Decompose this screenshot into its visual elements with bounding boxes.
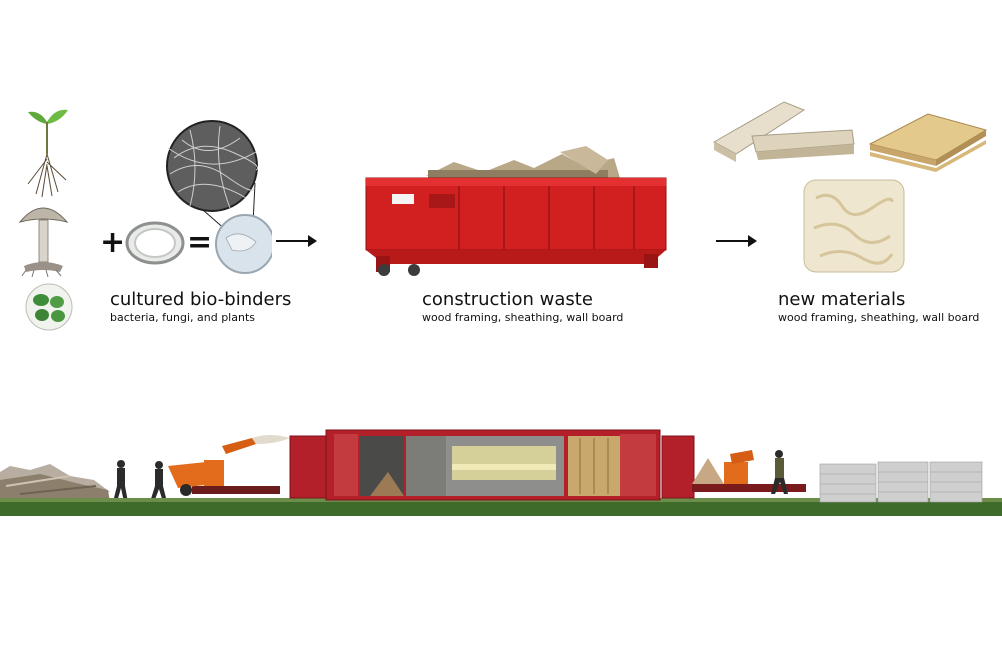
plus-sign: +	[100, 225, 126, 260]
waste-pile	[0, 464, 110, 502]
bio-brick-stack	[712, 96, 858, 166]
sheathing-panels	[866, 110, 990, 174]
stage-subtitle-new-materials: wood framing, sheathing, wall board	[778, 311, 980, 324]
shipping-container-lab	[289, 429, 695, 501]
stage-subtitle-construction-waste: wood framing, sheathing, wall board	[422, 311, 624, 324]
sprout-icon	[22, 104, 72, 199]
process-section-illustration	[0, 424, 1002, 520]
equals-sign: =	[187, 225, 213, 260]
arrow-right-icon	[716, 234, 758, 248]
stage-title-bio-binders: cultured bio-binders	[110, 289, 292, 310]
arrow-right-icon	[276, 234, 318, 248]
mushroom-icon	[16, 200, 71, 278]
mycelium-tile	[802, 178, 906, 274]
block-pallets	[819, 461, 983, 503]
worker-figure	[113, 460, 167, 502]
brick-press	[692, 450, 806, 494]
stage-title-new-materials: new materials	[778, 289, 906, 310]
wood-chipper	[168, 435, 290, 496]
stage-title-construction-waste: construction waste	[422, 289, 593, 310]
red-dumpster	[364, 146, 670, 280]
microscope-magnifier	[160, 118, 272, 276]
algae-cells-icon	[24, 282, 74, 332]
petri-dish-icon	[125, 220, 185, 266]
stage-subtitle-bio-binders: bacteria, fungi, and plants	[110, 311, 255, 324]
